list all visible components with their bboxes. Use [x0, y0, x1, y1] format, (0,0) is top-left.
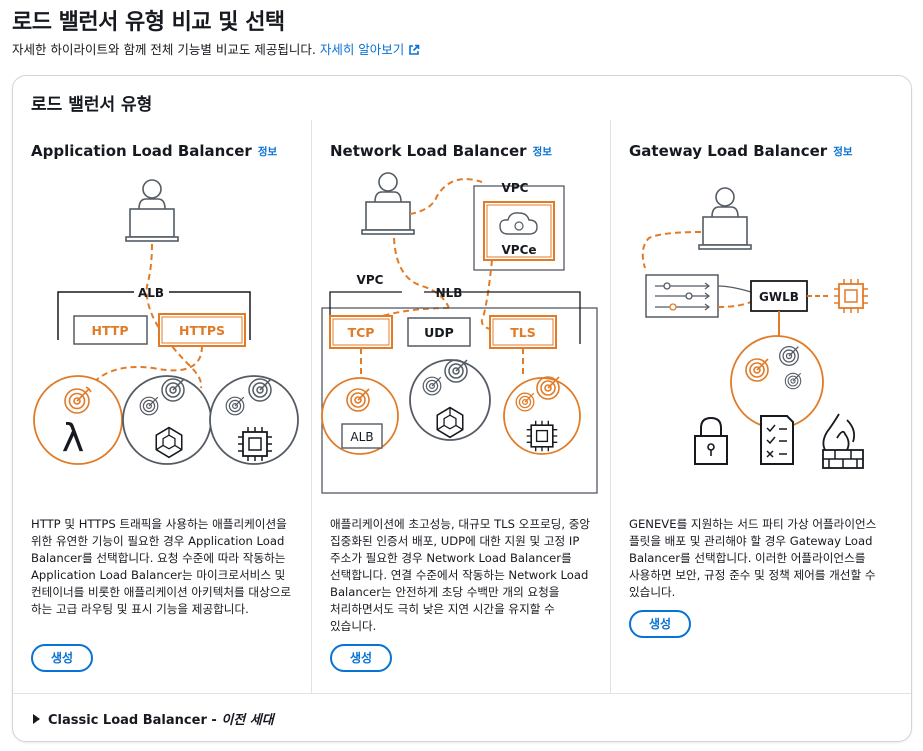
nlb-info-link[interactable]: 정보: [532, 146, 552, 158]
lambda-icon: λ: [62, 416, 85, 460]
alb-title: Application Load Balancer 정보: [31, 142, 277, 160]
classic-load-balancer-expander[interactable]: Classic Load Balancer - 이전 세대: [33, 709, 274, 728]
target-icon: [745, 358, 769, 382]
tcp-label: TCP: [348, 325, 375, 340]
chip-icon: [834, 279, 868, 313]
target-gray-icon: [784, 372, 802, 390]
nlb-diagram: VPC VPCe VPC NLB TCP UDP: [321, 172, 598, 494]
checklist-icon: [760, 415, 794, 465]
learn-more-label: 자세히 알아보기: [319, 42, 405, 57]
column-divider: [311, 120, 312, 693]
udp-label: UDP: [424, 325, 454, 340]
learn-more-link[interactable]: 자세히 알아보기: [320, 42, 420, 57]
page-title: 로드 밸런서 유형 비교 및 선택: [12, 10, 285, 35]
alb-create-button[interactable]: 생성: [31, 644, 93, 672]
alb-diagram: ALB HTTP HTTPS λ: [33, 179, 299, 465]
classic-label: Classic Load Balancer -: [48, 713, 222, 728]
gwlb-title: Gateway Load Balancer 정보: [629, 142, 853, 160]
vpc-top-label: VPC: [502, 181, 529, 195]
target-icon: [515, 392, 535, 412]
alb-info-link[interactable]: 정보: [257, 146, 278, 158]
lock-icon: [694, 416, 728, 465]
gwlb-create-button[interactable]: 생성: [629, 610, 691, 638]
alb-container-label: ALB: [138, 286, 164, 300]
gwlb-description: GENEVE를 지원하는 서드 파티 가상 어플라이언스 플릿을 배포 및 관리…: [629, 517, 877, 599]
vpce-label: VPCe: [501, 243, 536, 257]
external-link-icon: [408, 44, 420, 59]
load-balancer-types-container: 로드 밸런서 유형 Application Load Balancer 정보: [12, 75, 912, 742]
target-gray-icon: [779, 346, 799, 366]
nlb-card: Network Load Balancer 정보 VPC VPCe: [312, 120, 610, 693]
tls-label: TLS: [510, 325, 536, 340]
target-icon: [536, 376, 560, 400]
target-gray-icon: [139, 396, 159, 416]
firewall-icon: [822, 413, 864, 469]
alb-description: HTTP 및 HTTPS 트래픽을 사용하는 애플리케이션을 위한 유연한 기능…: [31, 517, 292, 616]
chip-icon: [526, 420, 558, 452]
target-gray-icon: [248, 378, 272, 402]
user-laptop-icon: [125, 179, 179, 242]
nlb-title: Network Load Balancer 정보: [330, 142, 552, 160]
nlb-create-button[interactable]: 생성: [330, 644, 392, 672]
caret-right-icon: [33, 714, 40, 724]
nlb-description: 애플리케이션에 초고성능, 대규모 TLS 오프로딩, 중앙 집중화된 인증서 …: [330, 517, 591, 633]
http-label: HTTP: [92, 323, 129, 338]
page-subtitle: 자세한 하이라이트와 함께 전체 기능별 비교도 제공됩니다. 자세히 알아보기: [12, 39, 420, 59]
gwlb-info-link[interactable]: 정보: [833, 146, 853, 158]
target-gray-icon: [225, 396, 245, 416]
target-gray-icon: [161, 378, 185, 402]
footer-divider: [13, 693, 911, 694]
target-gray-icon: [444, 359, 468, 383]
gwlb-label: GWLB: [759, 290, 799, 304]
section-title: 로드 밸런서 유형: [31, 95, 153, 115]
nlb-title-text: Network Load Balancer: [330, 142, 527, 160]
nlb-label: NLB: [436, 286, 463, 300]
user-laptop-icon: [361, 172, 415, 235]
cloud-icon: [499, 212, 538, 235]
target-icon: [346, 388, 370, 412]
alb-title-text: Application Load Balancer: [31, 142, 252, 160]
container-icon: [436, 406, 464, 439]
classic-generation: 이전 세대: [221, 713, 274, 728]
gwlb-card: Gateway Load Balancer 정보 GWLB: [611, 120, 909, 693]
alb-card: Application Load Balancer 정보: [13, 120, 311, 693]
gwlb-title-text: Gateway Load Balancer: [629, 142, 828, 160]
user-laptop-icon: [698, 187, 752, 250]
column-divider: [610, 120, 611, 693]
subtitle-text: 자세한 하이라이트와 함께 전체 기능별 비교도 제공됩니다.: [12, 42, 316, 57]
alb-target-label: ALB: [350, 430, 373, 444]
vpc-label: VPC: [357, 273, 384, 287]
https-label: HTTPS: [179, 323, 225, 338]
gwlb-diagram: GWLB: [641, 187, 868, 469]
target-gray-icon: [422, 376, 442, 396]
